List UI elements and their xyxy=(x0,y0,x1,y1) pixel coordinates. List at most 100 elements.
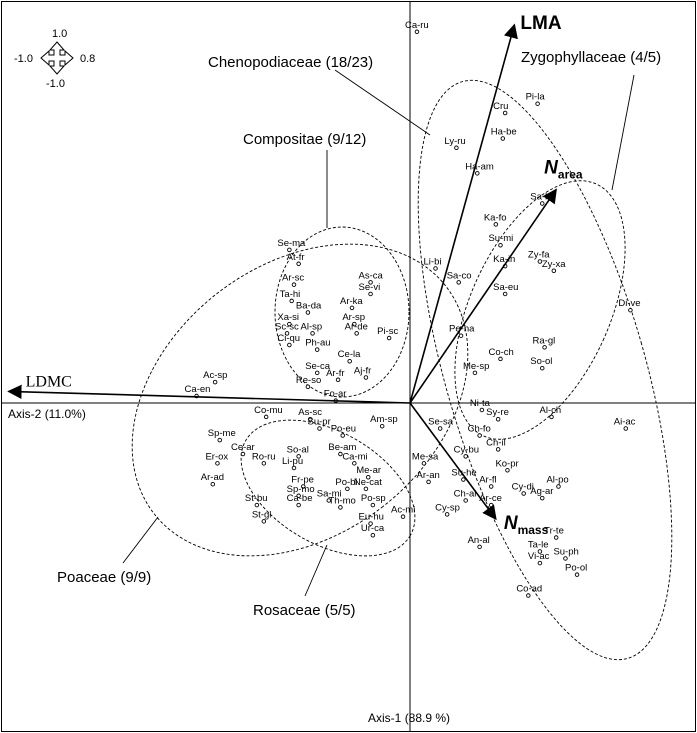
vector-label: LDMC xyxy=(26,373,72,390)
species-point-st-bu: St-bu xyxy=(245,493,268,508)
point-label: Me-sp xyxy=(463,361,489,372)
species-point-ca-ru: Ca-ru xyxy=(405,20,429,35)
point-label: Ca-ru xyxy=(405,20,429,31)
point-label: Cy-bu xyxy=(454,444,479,455)
species-point-ni-ta: Ni-ta xyxy=(470,398,491,413)
point-label: Ra-gl xyxy=(533,335,556,346)
species-point-se-ma: Se-ma xyxy=(277,238,306,253)
point-label: Po-bi xyxy=(335,477,357,488)
species-point-sp-mo: Sp-mo xyxy=(287,484,315,499)
point-label: Ro-ru xyxy=(252,451,276,462)
species-point-al-po: Al-po xyxy=(546,475,569,489)
point-marker xyxy=(314,370,320,376)
species-point-ko-pr: Ko-pr xyxy=(495,458,519,473)
vector-label: Nmass xyxy=(504,513,549,537)
species-point-sa-ka: Sa-ka xyxy=(530,191,556,206)
species-point-sa-co: Sa-co xyxy=(447,270,472,285)
species-point-ta-hi: Ta-hi xyxy=(280,289,301,304)
point-label: Pe-ha xyxy=(449,324,475,335)
point-label: Ag-ar xyxy=(530,486,553,497)
species-point-xa-si: Xa-si xyxy=(277,312,299,327)
species-point-cy-bu: Cy-bu xyxy=(454,444,479,459)
point-marker xyxy=(537,560,543,566)
point-marker xyxy=(551,268,557,274)
point-marker xyxy=(463,454,468,459)
point-label: Co-ad xyxy=(516,584,542,595)
point-marker xyxy=(498,242,503,248)
point-marker xyxy=(444,512,450,517)
point-label: Ph-au xyxy=(305,338,330,349)
point-label: Ca-mi xyxy=(342,451,367,462)
point-marker xyxy=(370,532,376,538)
species-point-an-al: An-al xyxy=(468,535,490,550)
point-label: Sc-sc xyxy=(275,321,299,332)
point-marker xyxy=(291,465,297,471)
point-marker xyxy=(291,282,297,287)
species-point-me-sa: Me-sa xyxy=(412,451,439,466)
point-marker xyxy=(521,491,526,496)
point-marker xyxy=(574,572,580,577)
point-label: As-ca xyxy=(359,270,384,281)
point-label: Ka-fo xyxy=(484,212,507,223)
species-point-ch-il: Ch-il xyxy=(486,437,506,452)
point-label: Am-sp xyxy=(370,414,397,425)
point-label: Ta-le xyxy=(528,539,549,550)
species-point-zy-fa: Zy-fa xyxy=(528,249,550,264)
point-marker xyxy=(488,484,494,489)
vector-nmass: Nmass xyxy=(409,402,549,537)
species-point-al-ch: Al-ch xyxy=(540,405,561,420)
point-label: Sa-co xyxy=(447,270,472,281)
point-marker xyxy=(495,447,501,452)
point-label: Ar-an xyxy=(417,470,440,481)
species-point-ca-be: Ca-be xyxy=(287,493,313,508)
species-point-li-pu: Li-pu xyxy=(282,456,303,471)
point-label: Co-ch xyxy=(488,347,513,358)
point-label: Su-mi xyxy=(488,233,513,244)
chenopodiaceae-leader xyxy=(334,69,431,136)
species-point-ur-ca: Ur-ca xyxy=(361,523,385,538)
point-marker xyxy=(456,280,461,285)
point-marker xyxy=(400,514,406,519)
species-point-me-sp: Me-sp xyxy=(463,361,489,376)
point-label: Ar-ad xyxy=(201,472,224,483)
species-point-ai-ac: Ai-ac xyxy=(614,417,636,431)
point-marker xyxy=(287,342,292,348)
point-marker xyxy=(317,426,322,431)
species-point-li-bi: Li-bi xyxy=(424,256,441,271)
point-label: Ai-ac xyxy=(614,417,636,428)
species-point-su-pr: Su-pr xyxy=(308,417,331,431)
point-label: Ta-hi xyxy=(280,289,301,300)
point-label: Ar-ka xyxy=(340,296,363,307)
group-ellipses xyxy=(131,79,673,661)
poaceae-leader xyxy=(122,516,159,564)
point-label: Po-eu xyxy=(331,423,356,434)
species-point-ba-da: Ba-da xyxy=(296,301,322,315)
species-point-so-al: So-al xyxy=(287,444,309,459)
species-point-be-am: Be-am xyxy=(328,442,356,457)
axis-2-label: Axis-2 (11.0%) xyxy=(8,407,86,421)
point-marker xyxy=(477,544,482,550)
point-marker xyxy=(556,484,561,489)
point-marker xyxy=(287,321,292,327)
species-point-se-vi: Se-vi xyxy=(359,282,380,297)
point-label: Po-sp xyxy=(361,493,386,504)
point-marker xyxy=(493,222,499,227)
scale-top-label: 1.0 xyxy=(52,28,67,40)
point-marker xyxy=(296,502,301,508)
point-marker xyxy=(352,321,357,327)
point-marker xyxy=(368,521,373,526)
species-point-ca-mi: Ca-mi xyxy=(342,451,368,466)
axis-1-label: Axis-1 (88.9 %) xyxy=(368,711,450,725)
point-marker xyxy=(340,433,345,438)
species-point-po-ol: Po-ol xyxy=(565,563,587,577)
chenopodiaceae-ellipse xyxy=(417,79,673,661)
chenopodiaceae-label: Chenopodiaceae (18/23) xyxy=(208,54,373,71)
species-point-sp-me: Sp-me xyxy=(208,428,236,443)
point-marker xyxy=(623,426,629,431)
scale-right-label: 0.8 xyxy=(80,53,95,65)
point-marker xyxy=(296,454,301,459)
species-point-am-sp: Am-sp xyxy=(370,414,398,429)
species-point-ar-de: Ar-de xyxy=(345,321,368,336)
point-marker xyxy=(426,479,431,485)
